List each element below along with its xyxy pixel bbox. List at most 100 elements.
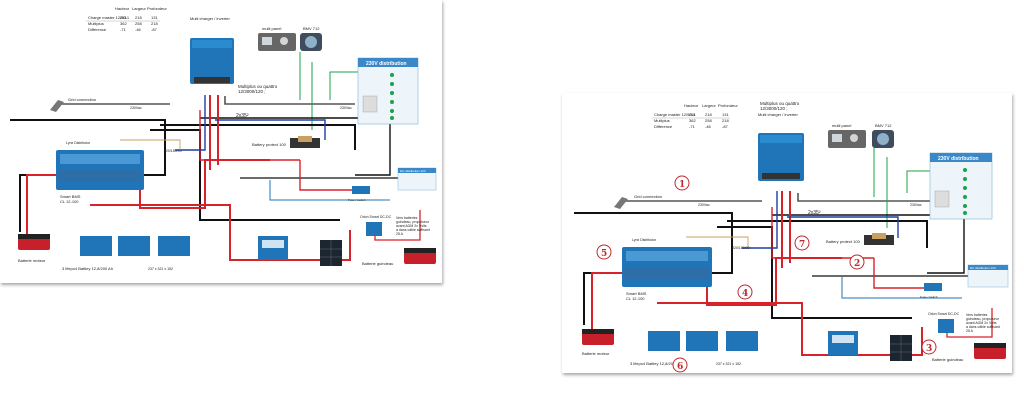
svg-text:3: 3 bbox=[926, 344, 932, 354]
battery-protect bbox=[864, 233, 894, 245]
svg-text:218: 218 bbox=[135, 15, 142, 20]
svg-text:25 A: 25 A bbox=[966, 329, 974, 333]
smart-bms bbox=[56, 150, 144, 190]
dc-distribution-label: DC distribution 12V bbox=[400, 169, 426, 173]
svg-text:362: 362 bbox=[120, 21, 127, 26]
svg-text:-71: -71 bbox=[689, 124, 696, 129]
charger-unit bbox=[828, 331, 858, 355]
grid-plug-icon bbox=[614, 197, 628, 209]
bmv-monitor bbox=[872, 130, 894, 148]
svg-text:Smart BMS: Smart BMS bbox=[626, 291, 647, 296]
svg-text:131: 131 bbox=[722, 112, 729, 117]
svg-text:131: 131 bbox=[151, 15, 158, 20]
table-row-label: Multiplus bbox=[88, 21, 104, 26]
bus-label: 320/180/90 bbox=[164, 149, 182, 153]
charger-unit bbox=[258, 236, 288, 260]
lynx-label: Lynx Distributor bbox=[66, 141, 91, 145]
vac-label-2: 230Vac bbox=[340, 106, 352, 110]
fuse-switch bbox=[924, 283, 942, 291]
svg-text:Battery protect 100: Battery protect 100 bbox=[826, 239, 861, 244]
callout-7: 7 bbox=[794, 235, 810, 251]
svg-text:Charge master 12/50-1: Charge master 12/50-1 bbox=[654, 112, 696, 117]
svg-text:avant AGM 2x Volts: avant AGM 2x Volts bbox=[396, 224, 427, 228]
vac-label: 230Vac bbox=[130, 106, 142, 110]
svg-text:Hauteur: Hauteur bbox=[684, 103, 699, 108]
svg-text:Profondeur: Profondeur bbox=[718, 103, 738, 108]
svg-text:218: 218 bbox=[722, 118, 729, 123]
lifepo-batteries bbox=[648, 331, 758, 351]
svg-text:230Vac: 230Vac bbox=[910, 203, 922, 207]
solar-panel-icon bbox=[890, 335, 912, 361]
multi-panel-label: multi panel bbox=[262, 26, 281, 31]
svg-text:2x35²: 2x35² bbox=[808, 210, 821, 216]
svg-text:Multi charger / inverter: Multi charger / inverter bbox=[758, 112, 798, 117]
svg-text:7: 7 bbox=[799, 240, 805, 250]
svg-text:a dans câble suffisant: a dans câble suffisant bbox=[966, 325, 1000, 329]
svg-text:avant AGM 2x Volts: avant AGM 2x Volts bbox=[966, 321, 997, 325]
svg-text:Différence: Différence bbox=[654, 124, 673, 129]
wiring-diagram-original: Hauteur Largeur Profondeur Charge master… bbox=[0, 0, 442, 283]
multiplus-model: 12/3000/120 ; bbox=[238, 89, 266, 94]
battery-motor-icon bbox=[18, 234, 50, 250]
svg-text:218: 218 bbox=[705, 112, 712, 117]
distribution-title: 230V distribution bbox=[366, 61, 407, 67]
multiplus-sub: Multi charger / inverter bbox=[190, 16, 230, 21]
wiring-diagram-original-svg: Hauteur Largeur Profondeur Charge master… bbox=[10, 6, 437, 271]
svg-text:guindeau, propulseur: guindeau, propulseur bbox=[396, 220, 430, 224]
bmv-monitor bbox=[300, 33, 322, 51]
callout-2: 2 bbox=[849, 254, 865, 270]
svg-text:258: 258 bbox=[135, 21, 142, 26]
battery-protect-label: Battery protect 100 bbox=[252, 142, 287, 147]
battery-windlass-icon bbox=[974, 343, 1006, 359]
wiring-diagram-annotated: Hauteur Largeur Profondeur Charge master… bbox=[562, 93, 1012, 373]
svg-text:362: 362 bbox=[689, 118, 696, 123]
callout-4: 4 bbox=[737, 284, 753, 300]
lifepo-batteries bbox=[80, 236, 190, 256]
svg-text:2: 2 bbox=[854, 259, 860, 269]
table-header-3: Profondeur bbox=[147, 6, 167, 11]
table-row-label: Différence bbox=[88, 27, 107, 32]
grid-plug-icon bbox=[50, 100, 64, 112]
smart-bms-model: CL 12-100 bbox=[60, 199, 79, 204]
table-row-label: Charge master 12/50-1 bbox=[88, 15, 130, 20]
svg-text:multi panel: multi panel bbox=[832, 123, 851, 128]
multiplus-inverter bbox=[190, 38, 234, 84]
battery-protect bbox=[290, 136, 320, 148]
svg-text:320/180/90: 320/180/90 bbox=[732, 246, 750, 250]
svg-text:251: 251 bbox=[120, 15, 127, 20]
svg-text:Largeur: Largeur bbox=[702, 103, 716, 108]
multi-panel bbox=[258, 33, 296, 51]
callout-5: 5 bbox=[596, 244, 612, 260]
dimension-table: Hauteur Largeur Profondeur Charge master… bbox=[86, 6, 167, 32]
svg-text:-71: -71 bbox=[120, 27, 127, 32]
svg-text:258: 258 bbox=[705, 118, 712, 123]
svg-text:Grid connection: Grid connection bbox=[634, 194, 662, 199]
svg-text:Orion Smart DC-DC: Orion Smart DC-DC bbox=[928, 312, 960, 316]
svg-text:230V distribution: 230V distribution bbox=[938, 156, 979, 162]
callout-6: 6 bbox=[672, 357, 688, 373]
callout-3: 3 bbox=[921, 339, 937, 355]
svg-text:-46: -46 bbox=[135, 27, 142, 32]
svg-text:Batterie guindeau: Batterie guindeau bbox=[932, 357, 963, 362]
table-header-1: Hauteur bbox=[115, 6, 130, 11]
fuse-switch bbox=[352, 186, 370, 194]
fuse-label: Fuse / switch bbox=[348, 198, 366, 202]
smart-bms-label: Smart BMS bbox=[60, 194, 81, 199]
distribution-panel bbox=[357, 57, 419, 125]
svg-text:Vers batteries: Vers batteries bbox=[966, 313, 988, 317]
svg-text:Batterie moteur: Batterie moteur bbox=[582, 351, 610, 356]
battery-motor-icon bbox=[582, 329, 614, 345]
bmv-label: BMV 712 bbox=[303, 26, 320, 31]
lifepo-label: 3 lifepo4 Battley 12,8/200 Ah bbox=[62, 266, 113, 271]
svg-text:4: 4 bbox=[742, 289, 748, 299]
svg-text:230Vac: 230Vac bbox=[698, 203, 710, 207]
svg-text:Lynx Distributor: Lynx Distributor bbox=[632, 238, 657, 242]
svg-text:1: 1 bbox=[679, 180, 685, 190]
svg-text:6: 6 bbox=[677, 362, 683, 372]
battery-motor-label: Batterie moteur bbox=[18, 258, 46, 263]
dimension-table: Hauteur Largeur Profondeur Charge master… bbox=[652, 103, 738, 129]
battery-windlass-label: Batterie guindeau bbox=[362, 261, 393, 266]
svg-text:Multiplus ou quattro: Multiplus ou quattro bbox=[760, 101, 800, 106]
svg-text:BMV 712: BMV 712 bbox=[875, 123, 892, 128]
svg-text:-46: -46 bbox=[705, 124, 712, 129]
